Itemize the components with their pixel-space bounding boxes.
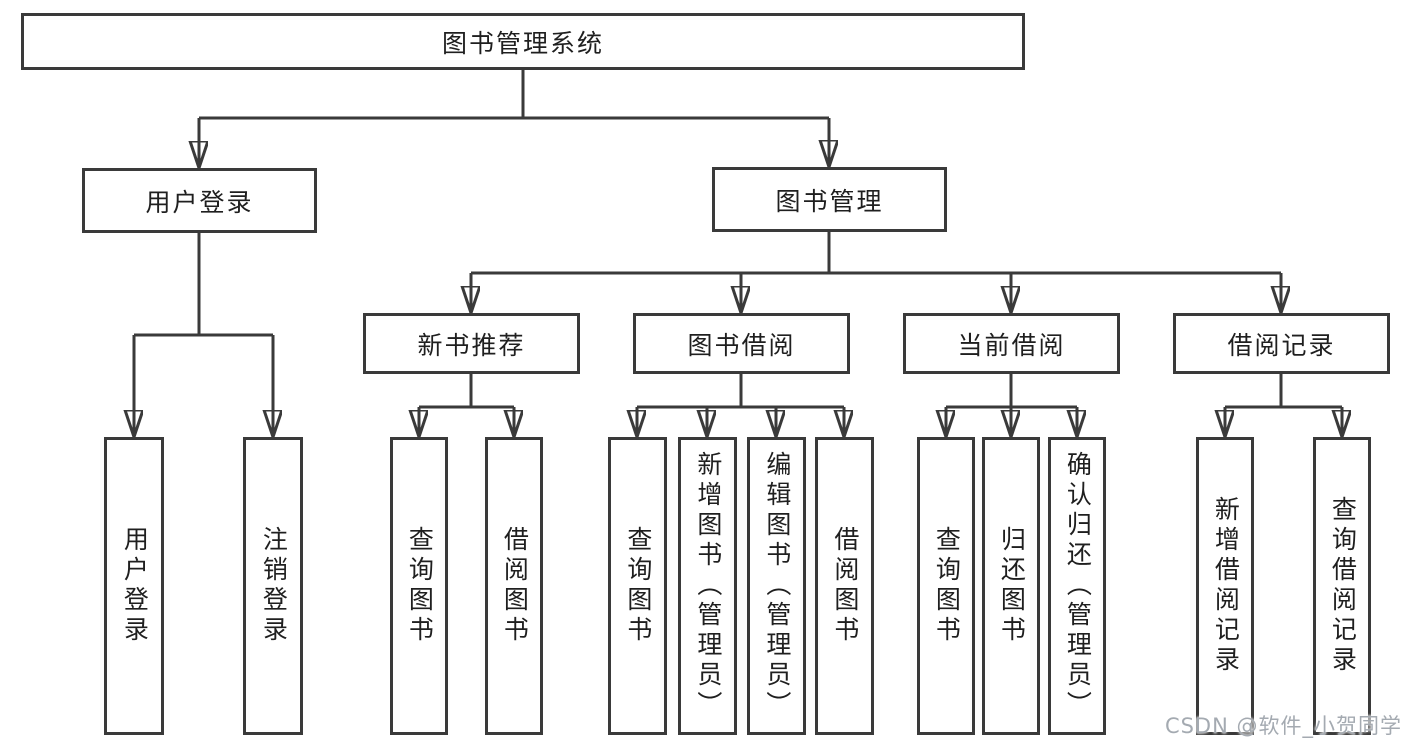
leaf-user-login-label: 用户登录 bbox=[120, 526, 150, 646]
connector-user-login-to-children bbox=[134, 233, 273, 437]
leaf-logout-label: 注销登录 bbox=[259, 526, 289, 646]
node-root: 图书管理系统 bbox=[21, 13, 1025, 70]
leaf-record-add: 新增借阅记录 bbox=[1196, 437, 1254, 735]
node-book-borrow: 图书借阅 bbox=[633, 313, 850, 374]
leaf-current-confirm-admin: 确认归还（管理员） bbox=[1048, 437, 1106, 735]
leaf-borrow-edit-admin: 编辑图书（管理员） bbox=[747, 437, 806, 735]
leaf-borrow-edit-admin-label: 编辑图书（管理员） bbox=[762, 451, 792, 721]
node-new-book: 新书推荐 bbox=[363, 313, 580, 374]
leaf-current-query-label: 查询图书 bbox=[932, 526, 962, 646]
connector-book-mgmt-to-level3 bbox=[471, 232, 1281, 313]
leaf-record-add-label: 新增借阅记录 bbox=[1211, 496, 1241, 676]
node-user-login-label: 用户登录 bbox=[145, 187, 254, 217]
leaf-current-confirm-admin-label: 确认归还（管理员） bbox=[1063, 451, 1093, 721]
node-current-borrow-label: 当前借阅 bbox=[957, 330, 1066, 360]
node-book-mgmt-label: 图书管理 bbox=[775, 186, 884, 216]
connector-new-book-to-children bbox=[419, 374, 514, 437]
node-book-borrow-label: 图书借阅 bbox=[687, 330, 796, 360]
leaf-borrow-borrow-label: 借阅图书 bbox=[830, 526, 860, 646]
leaf-newbook-borrow: 借阅图书 bbox=[485, 437, 543, 735]
connector-current-borrow-to-children bbox=[946, 374, 1077, 437]
connector-book-borrow-to-children bbox=[637, 374, 844, 437]
leaf-borrow-add-admin: 新增图书（管理员） bbox=[678, 437, 737, 735]
leaf-record-query-label: 查询借阅记录 bbox=[1328, 496, 1358, 676]
leaf-borrow-query-label: 查询图书 bbox=[623, 526, 653, 646]
leaf-borrow-query: 查询图书 bbox=[608, 437, 667, 735]
leaf-record-query: 查询借阅记录 bbox=[1313, 437, 1371, 735]
node-root-label: 图书管理系统 bbox=[441, 28, 604, 58]
connector-root-to-level2 bbox=[199, 70, 829, 168]
connector-borrow-record-to-children bbox=[1225, 374, 1342, 437]
leaf-newbook-borrow-label: 借阅图书 bbox=[500, 526, 530, 646]
node-new-book-label: 新书推荐 bbox=[417, 330, 526, 360]
node-borrow-record-label: 借阅记录 bbox=[1227, 330, 1336, 360]
leaf-newbook-query-label: 查询图书 bbox=[405, 526, 435, 646]
leaf-logout: 注销登录 bbox=[243, 437, 303, 735]
watermark: CSDN @软件_小贺同学 bbox=[1164, 714, 1402, 738]
node-current-borrow: 当前借阅 bbox=[903, 313, 1120, 374]
leaf-newbook-query: 查询图书 bbox=[390, 437, 448, 735]
node-book-mgmt: 图书管理 bbox=[712, 167, 947, 232]
leaf-user-login: 用户登录 bbox=[104, 437, 164, 735]
leaf-borrow-add-admin-label: 新增图书（管理员） bbox=[693, 451, 723, 721]
leaf-current-return-label: 归还图书 bbox=[997, 526, 1027, 646]
node-user-login: 用户登录 bbox=[82, 168, 317, 233]
leaf-current-query: 查询图书 bbox=[917, 437, 975, 735]
leaf-borrow-borrow: 借阅图书 bbox=[815, 437, 874, 735]
leaf-current-return: 归还图书 bbox=[982, 437, 1040, 735]
node-borrow-record: 借阅记录 bbox=[1173, 313, 1390, 374]
